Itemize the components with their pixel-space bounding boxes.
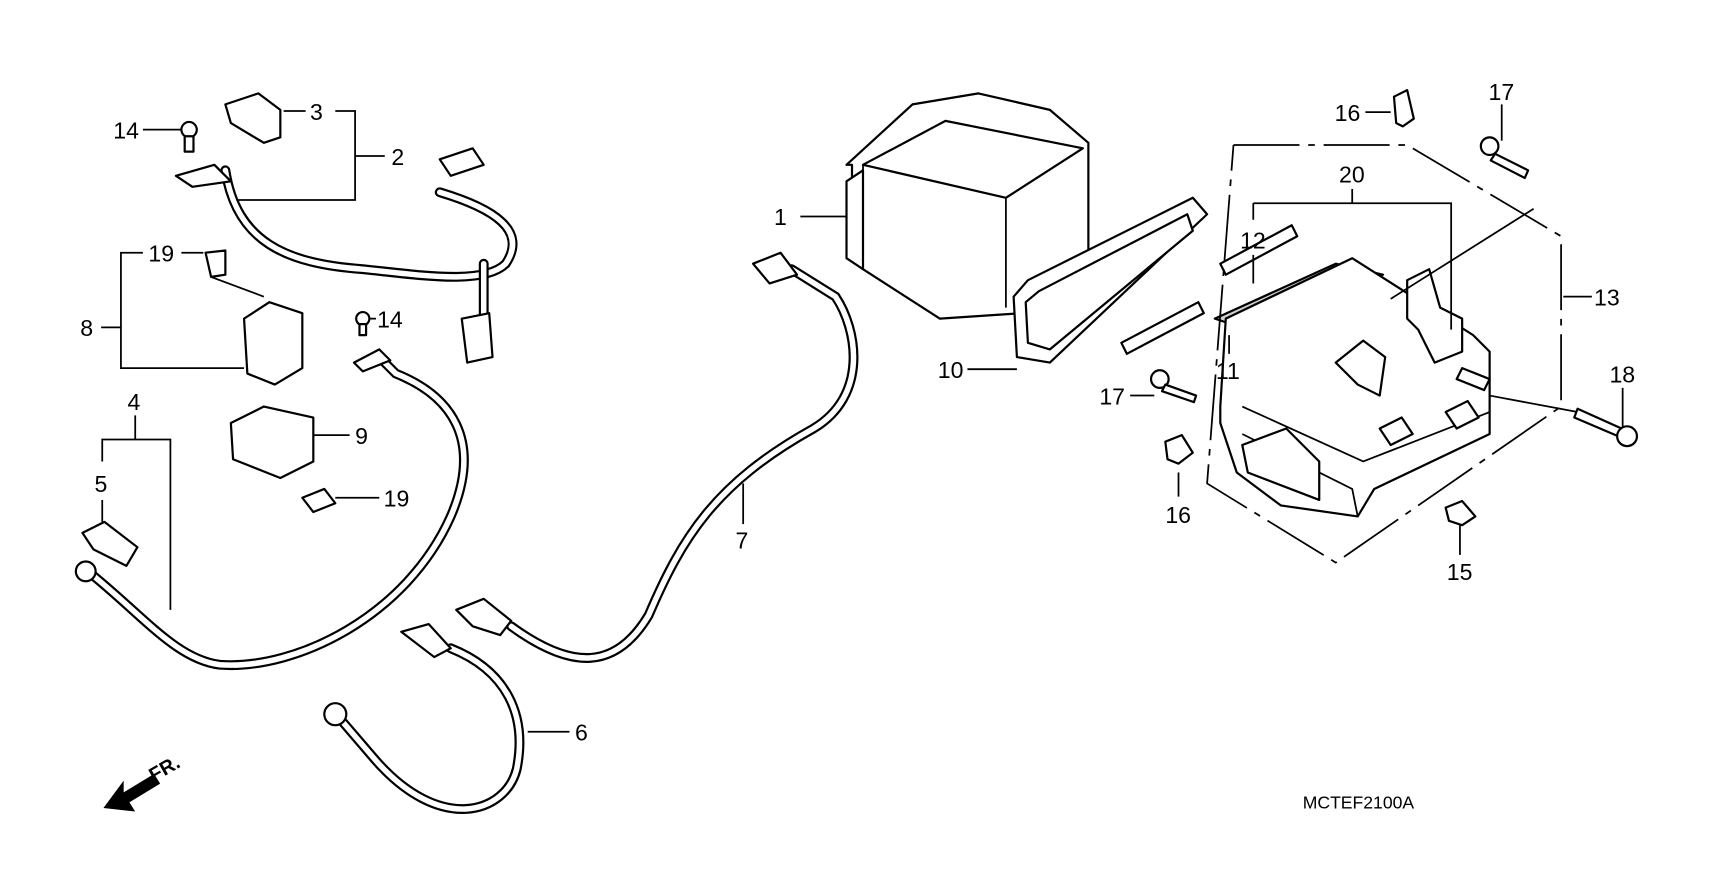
clip-nut-part-16a bbox=[1392, 89, 1415, 128]
callout-7: 7 bbox=[735, 527, 748, 553]
callout-5: 5 bbox=[95, 471, 108, 497]
callout-20: 20 bbox=[1339, 161, 1365, 187]
flange-bolt-part-17b bbox=[1149, 369, 1198, 404]
callout-8: 8 bbox=[80, 315, 93, 341]
clip-nut-part-16b bbox=[1164, 434, 1194, 465]
battery-part bbox=[845, 92, 1090, 320]
callout-3: 3 bbox=[310, 99, 323, 125]
callout-19a: 19 bbox=[148, 241, 174, 267]
callout-16b: 16 bbox=[1165, 502, 1191, 528]
diagram-code: MCTEF2100A bbox=[1303, 793, 1415, 813]
callout-1: 1 bbox=[774, 204, 787, 230]
callout-17b: 17 bbox=[1099, 383, 1125, 409]
battery-box-outline bbox=[1206, 144, 1562, 564]
callout-14b: 14 bbox=[377, 306, 403, 332]
battery-band-part bbox=[1012, 196, 1209, 364]
callout-10: 10 bbox=[938, 357, 964, 383]
sub-harness-part-2 bbox=[174, 147, 518, 364]
fuse-part-19a bbox=[204, 249, 227, 278]
callout-19b: 19 bbox=[384, 486, 410, 512]
callout-2: 2 bbox=[391, 144, 404, 170]
positive-cable-part-7 bbox=[455, 251, 859, 663]
callout-6: 6 bbox=[575, 720, 588, 746]
callout-11: 11 bbox=[1216, 358, 1240, 384]
callout-15: 15 bbox=[1447, 559, 1473, 585]
flange-bolt-part-18 bbox=[1573, 407, 1639, 448]
front-direction-arrow: FR. bbox=[103, 752, 184, 812]
starter-cable-part-4 bbox=[74, 348, 469, 671]
callout-18: 18 bbox=[1609, 361, 1635, 387]
bolt-part-14b bbox=[355, 310, 371, 337]
callout-16a: 16 bbox=[1335, 100, 1361, 126]
negative-cable-part-6 bbox=[323, 623, 525, 814]
callout-4: 4 bbox=[128, 389, 141, 415]
callout-9: 9 bbox=[355, 423, 368, 449]
fuse-part-19b bbox=[301, 487, 337, 514]
callout-14a: 14 bbox=[113, 117, 139, 143]
battery-box-part bbox=[1219, 257, 1491, 518]
flange-bolt-part-17a bbox=[1479, 136, 1530, 180]
battery-cap-part-5 bbox=[81, 520, 139, 567]
callout-17a: 17 bbox=[1489, 79, 1515, 105]
leader-lines bbox=[101, 104, 1624, 733]
starter-relay-part-8 bbox=[242, 301, 304, 386]
relay-case-part-9 bbox=[229, 405, 315, 480]
clip-part-15 bbox=[1444, 499, 1477, 527]
callout-12: 12 bbox=[1240, 227, 1266, 253]
callout-13: 13 bbox=[1594, 284, 1620, 310]
cover-part-3 bbox=[224, 92, 282, 144]
bolt-part-14a bbox=[180, 120, 198, 153]
